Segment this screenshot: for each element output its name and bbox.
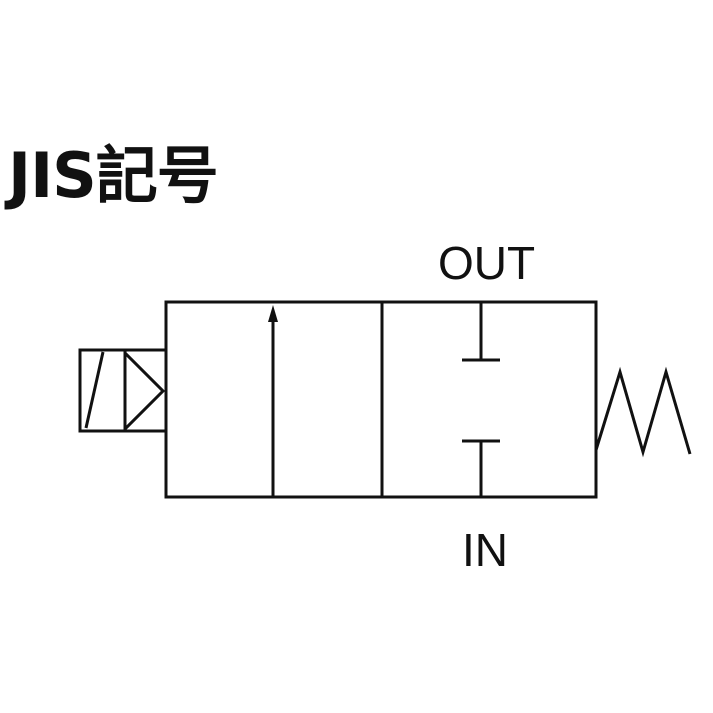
return-spring [594, 366, 692, 458]
blocked-ports [462, 302, 500, 497]
in-port-label: IN [462, 524, 508, 576]
flow-arrowhead [268, 305, 278, 322]
open-flow-arrow [268, 305, 278, 497]
valve-body [164, 300, 598, 499]
out-port-label: OUT [438, 237, 536, 289]
solenoid-triangle [123, 351, 166, 431]
solenoid-actuator [78, 348, 168, 433]
page-title: JIS記号 [8, 139, 219, 212]
solenoid-coil-line [84, 351, 105, 429]
